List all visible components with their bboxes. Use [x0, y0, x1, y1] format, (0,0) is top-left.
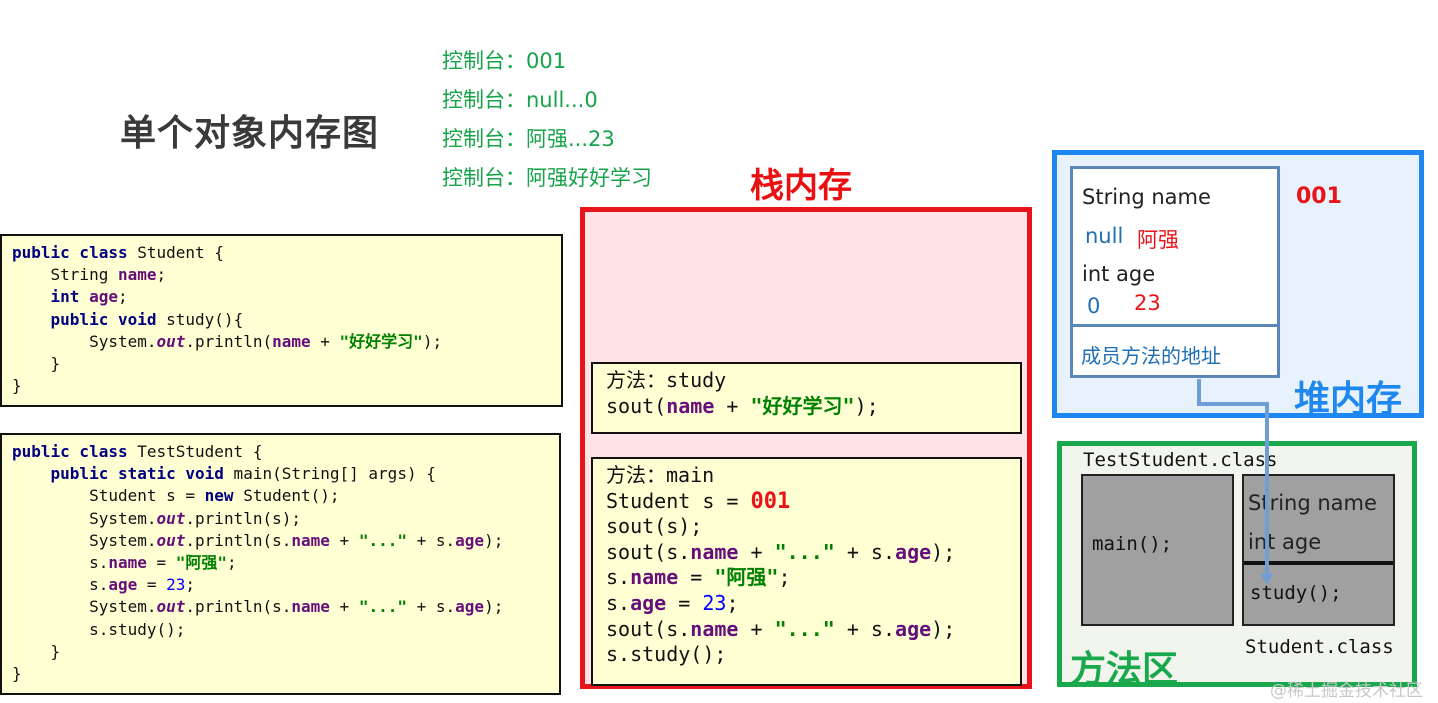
heap-name-field: String name [1082, 185, 1211, 209]
console-line-3: 控制台：阿强...23 [442, 127, 615, 151]
study-method: study(); [1250, 582, 1342, 604]
heap-student-object [1070, 166, 1280, 378]
object-address: 001 [750, 488, 791, 514]
student-age-field: int age [1248, 530, 1322, 554]
heap-age-value: 23 [1134, 291, 1161, 315]
method-area-label: 方法区 [1070, 649, 1179, 690]
test-student-class-code: public class TestStudent { public static… [0, 433, 561, 695]
watermark: @稀土掘金技术社区 [1270, 681, 1423, 701]
heap-memory-label: 堆内存 [1294, 379, 1403, 420]
student-class-label: Student.class [1245, 636, 1394, 658]
heap-method-address: 成员方法的地址 [1081, 344, 1221, 368]
stack-memory-label: 栈内存 [750, 166, 852, 206]
heap-object-divider [1073, 324, 1277, 327]
diagram-title: 单个对象内存图 [120, 113, 380, 154]
student-class-code: public class Student { String name; int … [0, 234, 563, 407]
heap-age-default: 0 [1087, 294, 1101, 318]
main-method: main(); [1092, 533, 1173, 555]
test-student-class-box [1081, 474, 1234, 626]
console-line-1: 控制台：001 [442, 49, 567, 73]
console-line-4: 控制台：阿强好好学习 [442, 166, 652, 190]
student-class-divider [1244, 561, 1393, 565]
heap-name-value: 阿强 [1137, 228, 1179, 252]
test-student-class-label: TestStudent.class [1083, 449, 1278, 471]
heap-object-address: 001 [1296, 184, 1342, 209]
console-line-2: 控制台：null...0 [442, 88, 598, 112]
heap-age-field: int age [1082, 262, 1156, 286]
student-name-field: String name [1248, 491, 1377, 515]
heap-name-default: null [1085, 224, 1124, 248]
